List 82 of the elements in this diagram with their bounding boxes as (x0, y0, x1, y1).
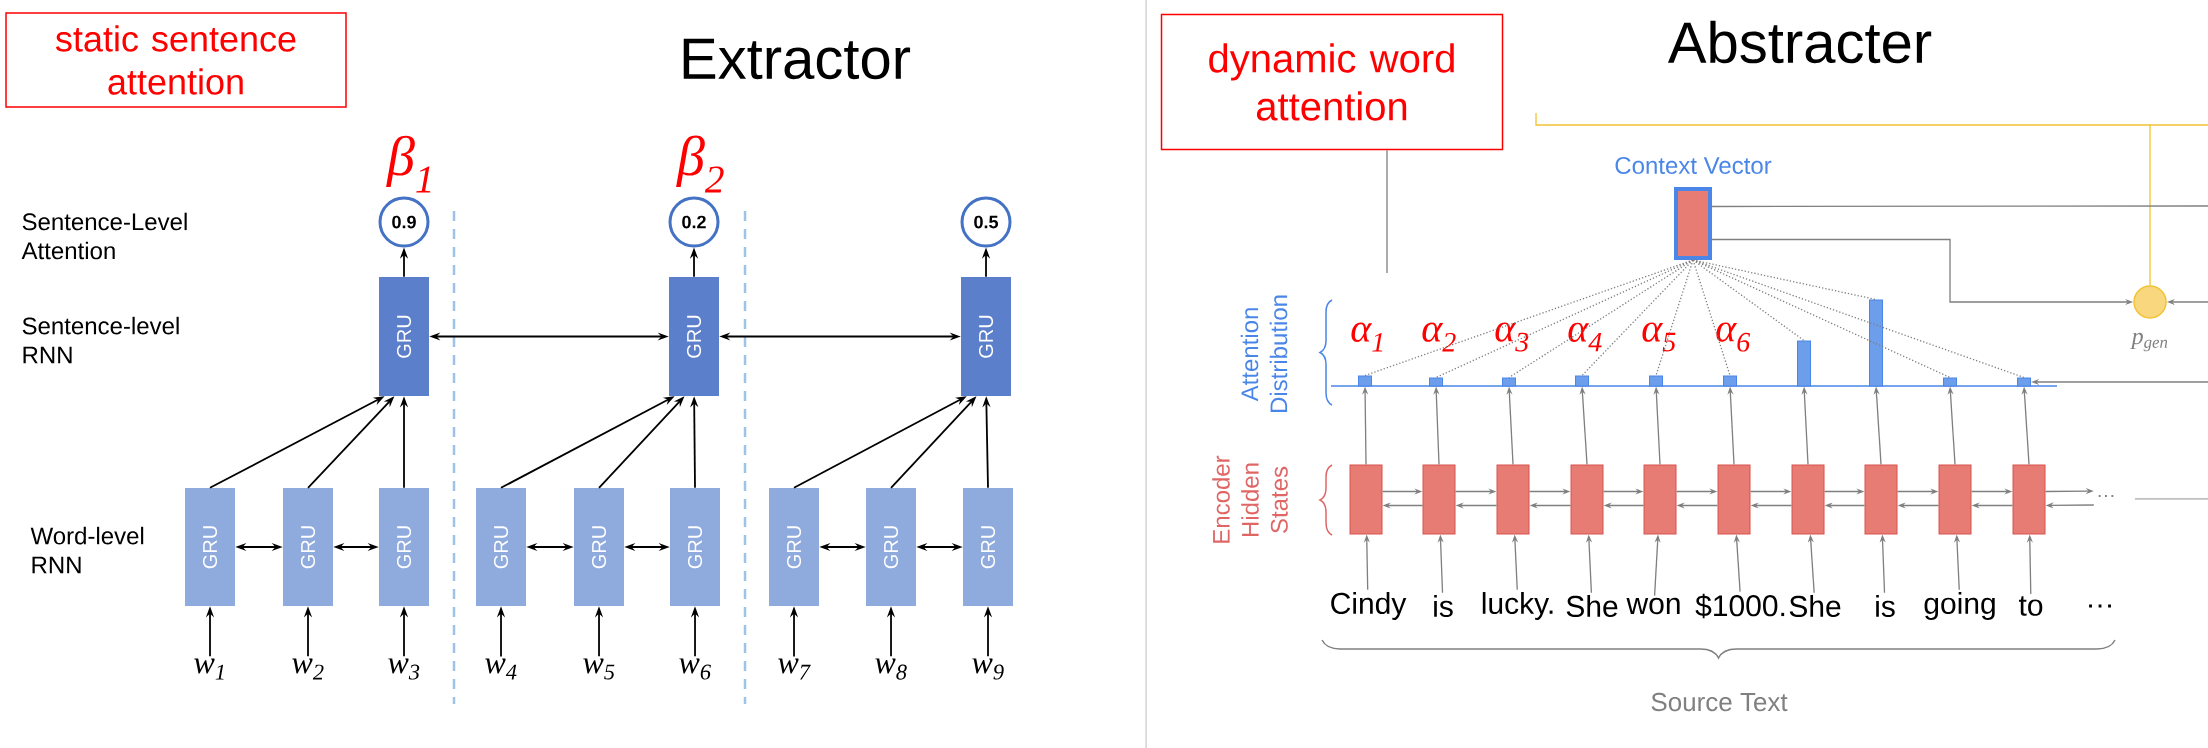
dotted-line (1581, 259, 1694, 377)
row-label: Encoder Hidden States (1212, 455, 1288, 543)
hidden-state-box (1496, 464, 1530, 535)
source-word: to (2018, 596, 2043, 616)
brace-label: Source Text (1651, 692, 1788, 712)
weight-symbol: α$_{1}$ (1351, 322, 1383, 352)
gru-box: GRU (379, 488, 429, 606)
weight-symbol: α$_{2}$ (1422, 322, 1456, 352)
source-word: Cindy (1331, 592, 1407, 620)
weight-symbol: α$_{5}$ (1642, 322, 1676, 352)
attention-bar (1502, 377, 1516, 387)
source-word: is (1434, 595, 1453, 618)
hidden-state-box (1791, 464, 1825, 535)
gru-box: GRU (574, 488, 624, 606)
dotted-line (1364, 259, 1694, 377)
hidden-state-box (1422, 464, 1456, 535)
gru-box: GRU (769, 488, 819, 606)
attention-bar (1649, 375, 1663, 387)
panel-title: Abstracter (1667, 20, 1932, 64)
leader-line (1386, 149, 1388, 274)
attention-bar (1723, 375, 1737, 387)
row-label: Sentence-level RNN (22, 316, 179, 364)
panel-title: Extractor (683, 38, 911, 80)
gru-box: GRU (961, 277, 1011, 396)
input-label: w$_{1}$ (194, 658, 224, 680)
dotted-line (1692, 259, 2025, 379)
row-label: Word-level RNN (30, 526, 144, 574)
connector-line (1535, 112, 2208, 286)
callout-box: static sentence attention (5, 12, 347, 108)
input-label: w$_{5}$ (583, 658, 615, 680)
attention-bar (1869, 299, 1883, 387)
gate-circle (2133, 285, 2167, 319)
source-word: going (1924, 592, 1995, 620)
gru-box: GRU (669, 277, 719, 396)
input-label: w$_{6}$ (679, 658, 711, 680)
attention-bar (2017, 377, 2031, 387)
attention-bar (1575, 375, 1589, 387)
gru-box: GRU (283, 488, 333, 606)
hidden-state-box (1938, 464, 1972, 535)
source-word: is (1876, 595, 1895, 618)
attention-bar (1429, 377, 1443, 387)
callout-box: dynamic word attention (1160, 13, 1504, 151)
weight-symbol: α$_{6}$ (1716, 322, 1751, 352)
hidden-state-box (1570, 464, 1604, 535)
gru-box: GRU (866, 488, 916, 606)
box-label: Context Vector (1615, 157, 1772, 174)
input-label: w$_{2}$ (292, 658, 324, 680)
ellipsis: … (2098, 494, 2114, 498)
hidden-state-box (1717, 464, 1751, 535)
gate-label: p$_{gen}$ (2130, 332, 2168, 352)
input-label: w$_{7}$ (778, 658, 811, 680)
gru-box: GRU (379, 277, 429, 396)
source-word: $1000. (1695, 593, 1785, 619)
gru-box: GRU (185, 488, 235, 606)
hidden-state-box (1349, 464, 1383, 535)
source-word: lucky. (1482, 592, 1553, 620)
input-label: w$_{9}$ (972, 658, 1004, 680)
row-label: Sentence-Level Attention (21, 212, 187, 260)
gru-box: GRU (476, 488, 526, 606)
gru-box: GRU (963, 488, 1013, 606)
weight-symbol: α$_{3}$ (1495, 322, 1529, 352)
input-label: w$_{8}$ (875, 658, 907, 680)
input-label: w$_{3}$ (388, 658, 420, 680)
hidden-state-box (1643, 464, 1677, 535)
input-label: w$_{4}$ (485, 658, 517, 680)
connector-line (1711, 205, 2208, 208)
hidden-state-box (1864, 464, 1898, 535)
ellipsis: … (2089, 604, 2111, 608)
dotted-line (1692, 259, 1731, 377)
gru-box: GRU (670, 488, 720, 606)
row-label: Attention Distribution (1240, 295, 1288, 413)
weight-symbol: β$_{1}$ (386, 135, 431, 193)
source-word: won (1626, 597, 1680, 615)
source-word: She (1789, 595, 1841, 618)
hidden-state-box (2012, 464, 2046, 535)
weight-symbol: β$_{2}$ (676, 135, 724, 193)
attention-bar (1943, 377, 1957, 387)
weight-symbol: α$_{4}$ (1568, 322, 1602, 352)
attention-bar (1797, 340, 1811, 387)
source-word: She (1566, 595, 1618, 618)
dotted-line (1692, 259, 1805, 342)
attention-bar (1358, 375, 1372, 387)
